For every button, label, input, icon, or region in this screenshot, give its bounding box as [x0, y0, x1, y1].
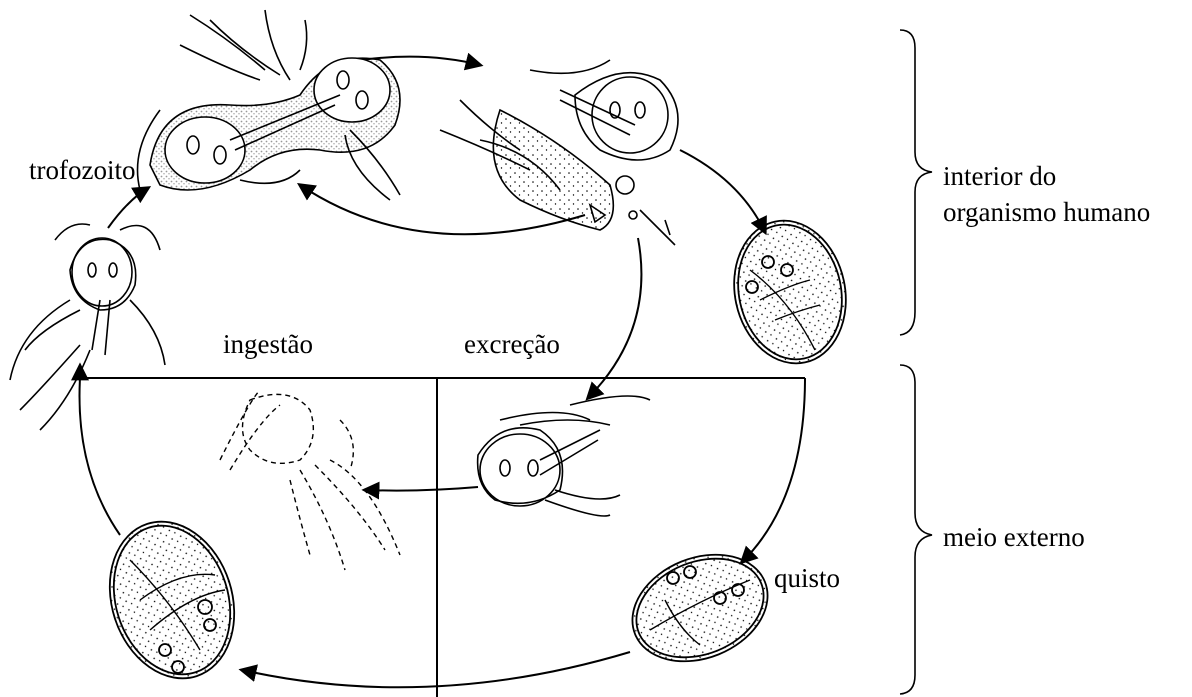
degenerating-trophozoite-drawing: [220, 390, 400, 570]
excreted-cyst-drawing: [616, 535, 783, 680]
label-meio-externo: meio externo: [943, 522, 1085, 552]
label-trofozoito: trofozoito: [29, 155, 135, 185]
cyst-intestine-drawing: [721, 210, 859, 374]
brace-interior: [900, 30, 932, 335]
arrow-to-cyst-intestine: [680, 150, 765, 232]
excreted-trophozoite-drawing: [478, 396, 650, 516]
label-interior-line2: organismo humano: [943, 197, 1150, 227]
arrow-excretion: [588, 238, 641, 398]
dividing-trophozoite-drawing: [138, 10, 401, 200]
arrow-degeneration: [365, 487, 478, 491]
arrow-to-trophozoite: [108, 188, 148, 228]
label-interior-line1: interior do: [943, 161, 1056, 191]
label-quisto: quisto: [774, 563, 840, 593]
trophozoite-encysting-drawing: [440, 60, 678, 245]
arrow-left-up: [80, 366, 121, 535]
label-excrecao: excreção: [464, 329, 560, 359]
brace-exterior: [900, 365, 932, 694]
ingested-cyst-drawing: [90, 505, 254, 694]
excysting-trophozoite-drawing: [10, 224, 165, 430]
arrow-right-outer: [742, 378, 805, 562]
label-ingestao: ingestão: [223, 329, 313, 359]
